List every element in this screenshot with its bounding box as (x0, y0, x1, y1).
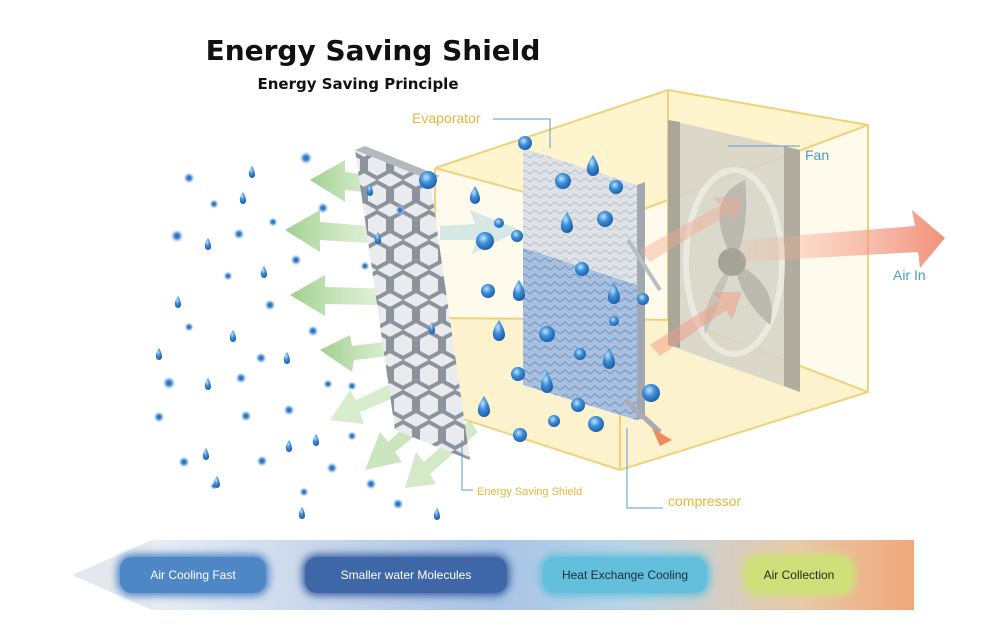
water-droplet-icon (155, 136, 660, 520)
shield-label: Energy Saving Shield (477, 486, 583, 498)
stage-heat-exchange-cooling: Heat Exchange Cooling (543, 557, 707, 593)
honeycomb-filter-icon (355, 146, 470, 460)
air-in-label: Air In (893, 267, 926, 283)
incoming-air-arrows (640, 196, 945, 356)
evaporator-label: Evaporator (412, 110, 481, 126)
stage-air-collection: Air Collection (746, 557, 852, 593)
page-title: Energy Saving Shield (205, 34, 541, 67)
fan-label: Fan (805, 147, 830, 163)
water-molecules (153, 151, 405, 510)
compressor-label: compressor (668, 493, 742, 509)
page-subtitle: Energy Saving Principle (257, 75, 459, 93)
stage-air-cooling-fast: Air Cooling Fast (120, 557, 266, 593)
leader-lines (461, 118, 800, 509)
stage-smaller-water-molecules: Smaller water Molecules (305, 557, 507, 593)
